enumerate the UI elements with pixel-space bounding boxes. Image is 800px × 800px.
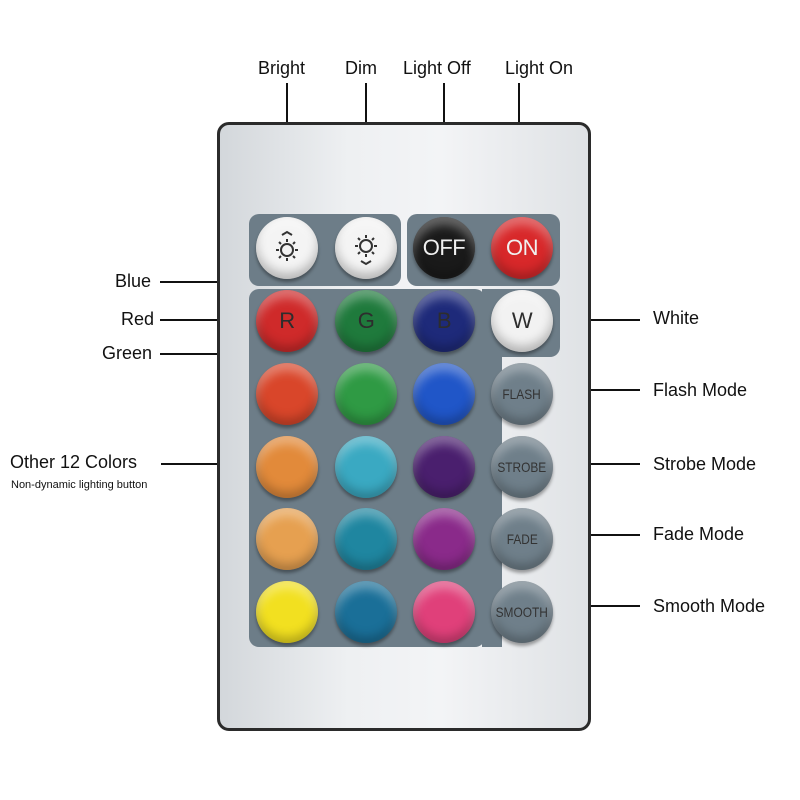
green-button-label: G [357, 308, 375, 333]
other-colors-note: Non-dynamic lighting button [11, 479, 148, 491]
dim-label: Dim [345, 58, 377, 78]
smooth-mode-label: Smooth Mode [653, 596, 766, 616]
fade-button[interactable]: FADE [491, 508, 553, 570]
bright-button[interactable] [256, 217, 318, 279]
sun-down-icon [355, 235, 377, 266]
bright-label: Bright [258, 58, 306, 78]
red-button-label: R [279, 308, 295, 333]
fade-mode-label: Fade Mode [653, 524, 745, 544]
white-label: White [653, 308, 700, 328]
color-button-10[interactable] [256, 581, 318, 643]
color-button-3[interactable] [413, 363, 475, 425]
color-button-5[interactable] [335, 436, 397, 498]
color-button-1[interactable] [256, 363, 318, 425]
blue-button[interactable]: B [413, 290, 475, 352]
mode-panel-corner [482, 353, 502, 647]
blue-button-label: B [436, 308, 452, 333]
fade-button-label: FADE [506, 531, 538, 547]
white-button[interactable]: W [491, 290, 553, 352]
dim-button[interactable] [335, 217, 397, 279]
on-button[interactable]: ON [491, 217, 553, 279]
color-button-6[interactable] [413, 436, 475, 498]
flash-button[interactable]: FLASH [491, 363, 553, 425]
red-button[interactable]: R [256, 290, 318, 352]
smooth-button[interactable]: SMOOTH [491, 581, 553, 643]
green-button[interactable]: G [335, 290, 397, 352]
strobe-mode-label: Strobe Mode [653, 454, 757, 474]
white-button-label: W [511, 308, 533, 333]
off-button-label: OFF [422, 235, 466, 260]
on-button-label: ON [506, 235, 539, 260]
color-button-12[interactable] [413, 581, 475, 643]
smooth-button-label: SMOOTH [495, 604, 549, 620]
color-button-8[interactable] [335, 508, 397, 570]
red-label: Red [121, 309, 155, 329]
color-button-7[interactable] [256, 508, 318, 570]
off-button[interactable]: OFF [413, 217, 475, 279]
strobe-button[interactable]: STROBE [491, 436, 553, 498]
color-button-4[interactable] [256, 436, 318, 498]
other-colors-label: Other 12 Colors [10, 452, 138, 472]
flash-button-label: FLASH [502, 386, 542, 402]
color-button-11[interactable] [335, 581, 397, 643]
strobe-button-label: STROBE [497, 459, 547, 475]
light-off-label: Light Off [403, 58, 471, 78]
flash-mode-label: Flash Mode [653, 380, 748, 400]
color-button-2[interactable] [335, 363, 397, 425]
sun-up-icon [276, 230, 298, 261]
color-button-9[interactable] [413, 508, 475, 570]
green-label: Green [102, 343, 153, 363]
blue-label: Blue [115, 271, 152, 291]
light-on-label: Light On [505, 58, 574, 78]
